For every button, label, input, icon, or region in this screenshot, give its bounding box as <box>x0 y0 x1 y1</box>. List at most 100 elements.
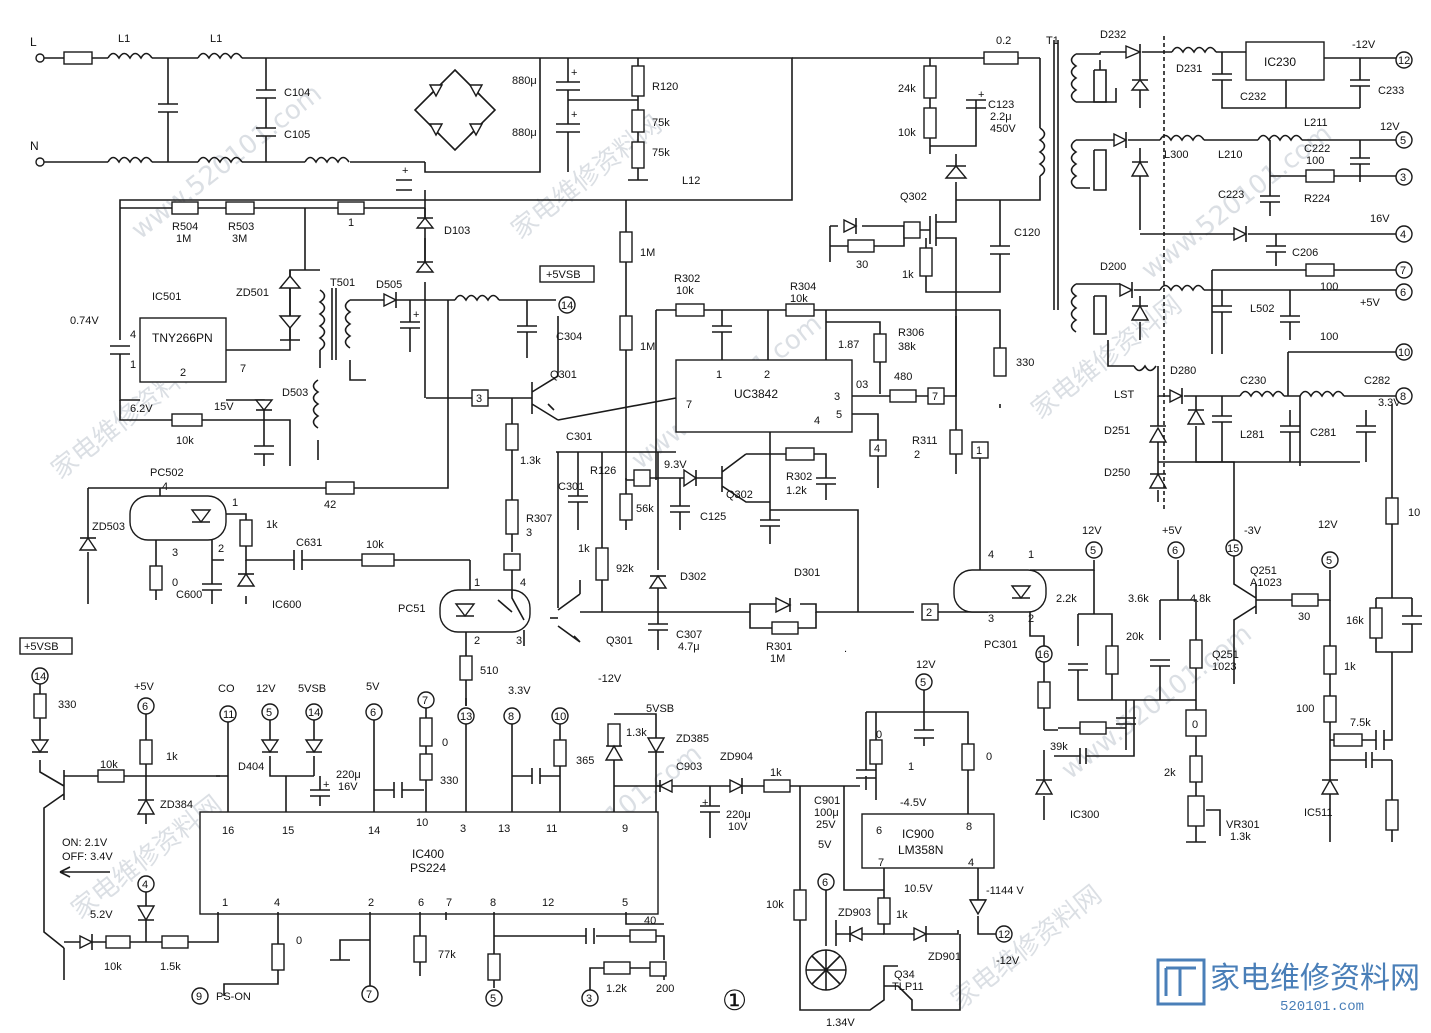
svg-text:4.8k: 4.8k <box>1190 593 1211 605</box>
svg-text:C223: C223 <box>1218 189 1244 201</box>
svg-text:0.74V: 0.74V <box>70 315 99 327</box>
svg-text:100: 100 <box>1306 155 1324 167</box>
live-label: L <box>30 35 37 49</box>
svg-text:30: 30 <box>1298 611 1310 623</box>
svg-text:6.2V: 6.2V <box>130 403 153 415</box>
pin-12-ic900 <box>995 925 1013 943</box>
neutral-terminal <box>35 157 45 167</box>
svg-text:PC502: PC502 <box>150 467 184 479</box>
svg-text:4: 4 <box>162 481 168 493</box>
svg-text:+5V: +5V <box>134 681 155 693</box>
svg-text:Q34: Q34 <box>894 969 915 981</box>
svg-text:IC511: IC511 <box>1304 807 1333 819</box>
svg-text:4: 4 <box>130 329 136 341</box>
svg-text:1: 1 <box>908 761 914 773</box>
svg-text:10V: 10V <box>728 821 748 833</box>
svg-text:1.34V: 1.34V <box>826 1017 855 1029</box>
svg-text:ZD503: ZD503 <box>92 521 125 533</box>
svg-text:C282: C282 <box>1364 375 1390 387</box>
svg-text:10: 10 <box>554 711 566 723</box>
svg-text:11: 11 <box>546 823 557 835</box>
svg-text:1.2k: 1.2k <box>606 983 627 995</box>
pin-5 <box>1395 131 1413 149</box>
svg-text:5VSB: 5VSB <box>298 683 326 695</box>
svg-text:1M: 1M <box>770 653 785 665</box>
svg-text:5V: 5V <box>818 839 832 851</box>
svg-text:10k: 10k <box>366 539 384 551</box>
svg-text:ON: 2.1V: ON: 2.1V <box>62 837 108 849</box>
svg-text:5: 5 <box>920 677 926 689</box>
svg-text:3: 3 <box>476 393 482 405</box>
pin-5-q251 <box>1321 551 1339 569</box>
svg-text:D200: D200 <box>1100 261 1126 273</box>
svg-text:R504: R504 <box>172 221 198 233</box>
svg-text:3: 3 <box>1400 172 1406 184</box>
svg-text:20k: 20k <box>1126 631 1144 643</box>
svg-text:Q301: Q301 <box>550 369 577 381</box>
svg-text:38k: 38k <box>898 341 916 353</box>
pin-5-fb <box>1085 541 1103 559</box>
svg-text:1k: 1k <box>896 909 908 921</box>
svg-text:5V: 5V <box>366 681 380 693</box>
svg-text:C206: C206 <box>1292 247 1318 259</box>
svg-text:8: 8 <box>1400 391 1406 403</box>
svg-text:4: 4 <box>968 857 974 869</box>
svg-text:L12: L12 <box>682 175 700 187</box>
svg-text:R306: R306 <box>898 327 924 339</box>
svg-text:2: 2 <box>218 543 224 555</box>
svg-text:16k: 16k <box>1346 615 1364 627</box>
svg-text:3: 3 <box>516 635 522 647</box>
svg-text:12V: 12V <box>916 659 936 671</box>
svg-text:L300: L300 <box>1164 149 1188 161</box>
svg-text:Q301: Q301 <box>606 635 633 647</box>
svg-text:-12V: -12V <box>996 955 1020 967</box>
svg-text:0: 0 <box>172 577 178 589</box>
svg-text:11: 11 <box>223 709 234 721</box>
svg-text:4: 4 <box>874 443 880 455</box>
svg-text:75k: 75k <box>652 117 670 129</box>
svg-text:12V: 12V <box>1082 525 1102 537</box>
svg-text:1k: 1k <box>266 519 278 531</box>
svg-text:1.87: 1.87 <box>838 339 859 351</box>
svg-text:Q302: Q302 <box>726 489 753 501</box>
svg-text:UC3842: UC3842 <box>734 387 778 401</box>
svg-text:C123: C123 <box>988 99 1014 111</box>
svg-text:L211: L211 <box>1304 117 1328 129</box>
standby-feedback: PC502 4 1 3 2 42 ZD503 0 1k C600 IC600 C… <box>78 300 470 611</box>
svg-text:24k: 24k <box>898 83 916 95</box>
svg-text:2.2k: 2.2k <box>1056 593 1077 605</box>
svg-text:ZD385: ZD385 <box>676 733 709 745</box>
vsb-tag-bottom <box>19 637 73 655</box>
svg-text:ZD904: ZD904 <box>720 751 753 763</box>
inductor-l1c <box>107 156 153 164</box>
svg-text:15V: 15V <box>214 401 234 413</box>
svg-text:12: 12 <box>1398 55 1410 67</box>
svg-text:1M: 1M <box>176 233 191 245</box>
svg-text:15: 15 <box>282 825 294 837</box>
bridge-rectifier <box>413 58 541 173</box>
svg-text:L210: L210 <box>1218 149 1242 161</box>
svg-text:5: 5 <box>622 897 628 909</box>
pin-12 <box>1395 51 1413 69</box>
svg-text:12V: 12V <box>1318 519 1338 531</box>
svg-text:100: 100 <box>1320 281 1338 293</box>
svg-text:10k: 10k <box>898 127 916 139</box>
svg-text:450V: 450V <box>990 123 1016 135</box>
svg-text:1: 1 <box>222 897 228 909</box>
svg-text:0: 0 <box>876 729 882 741</box>
svg-text:9: 9 <box>196 991 202 1003</box>
svg-text:2: 2 <box>1028 613 1034 625</box>
svg-text:5: 5 <box>1090 545 1096 557</box>
secondary-rails: D232 D231 IC230 C232 C233 -12V 12 L211 1… <box>1070 29 1413 540</box>
svg-text:3M: 3M <box>232 233 247 245</box>
svg-text:16: 16 <box>1037 649 1049 661</box>
svg-text:330: 330 <box>440 775 458 787</box>
svg-text:2: 2 <box>368 897 374 909</box>
pin-3-sup <box>581 989 599 1007</box>
svg-text:3: 3 <box>834 391 840 403</box>
capacitor-x1 <box>158 58 178 162</box>
svg-text:D404: D404 <box>238 761 264 773</box>
capacitor-c104-c105 <box>256 58 276 162</box>
svg-text:100: 100 <box>1320 331 1338 343</box>
